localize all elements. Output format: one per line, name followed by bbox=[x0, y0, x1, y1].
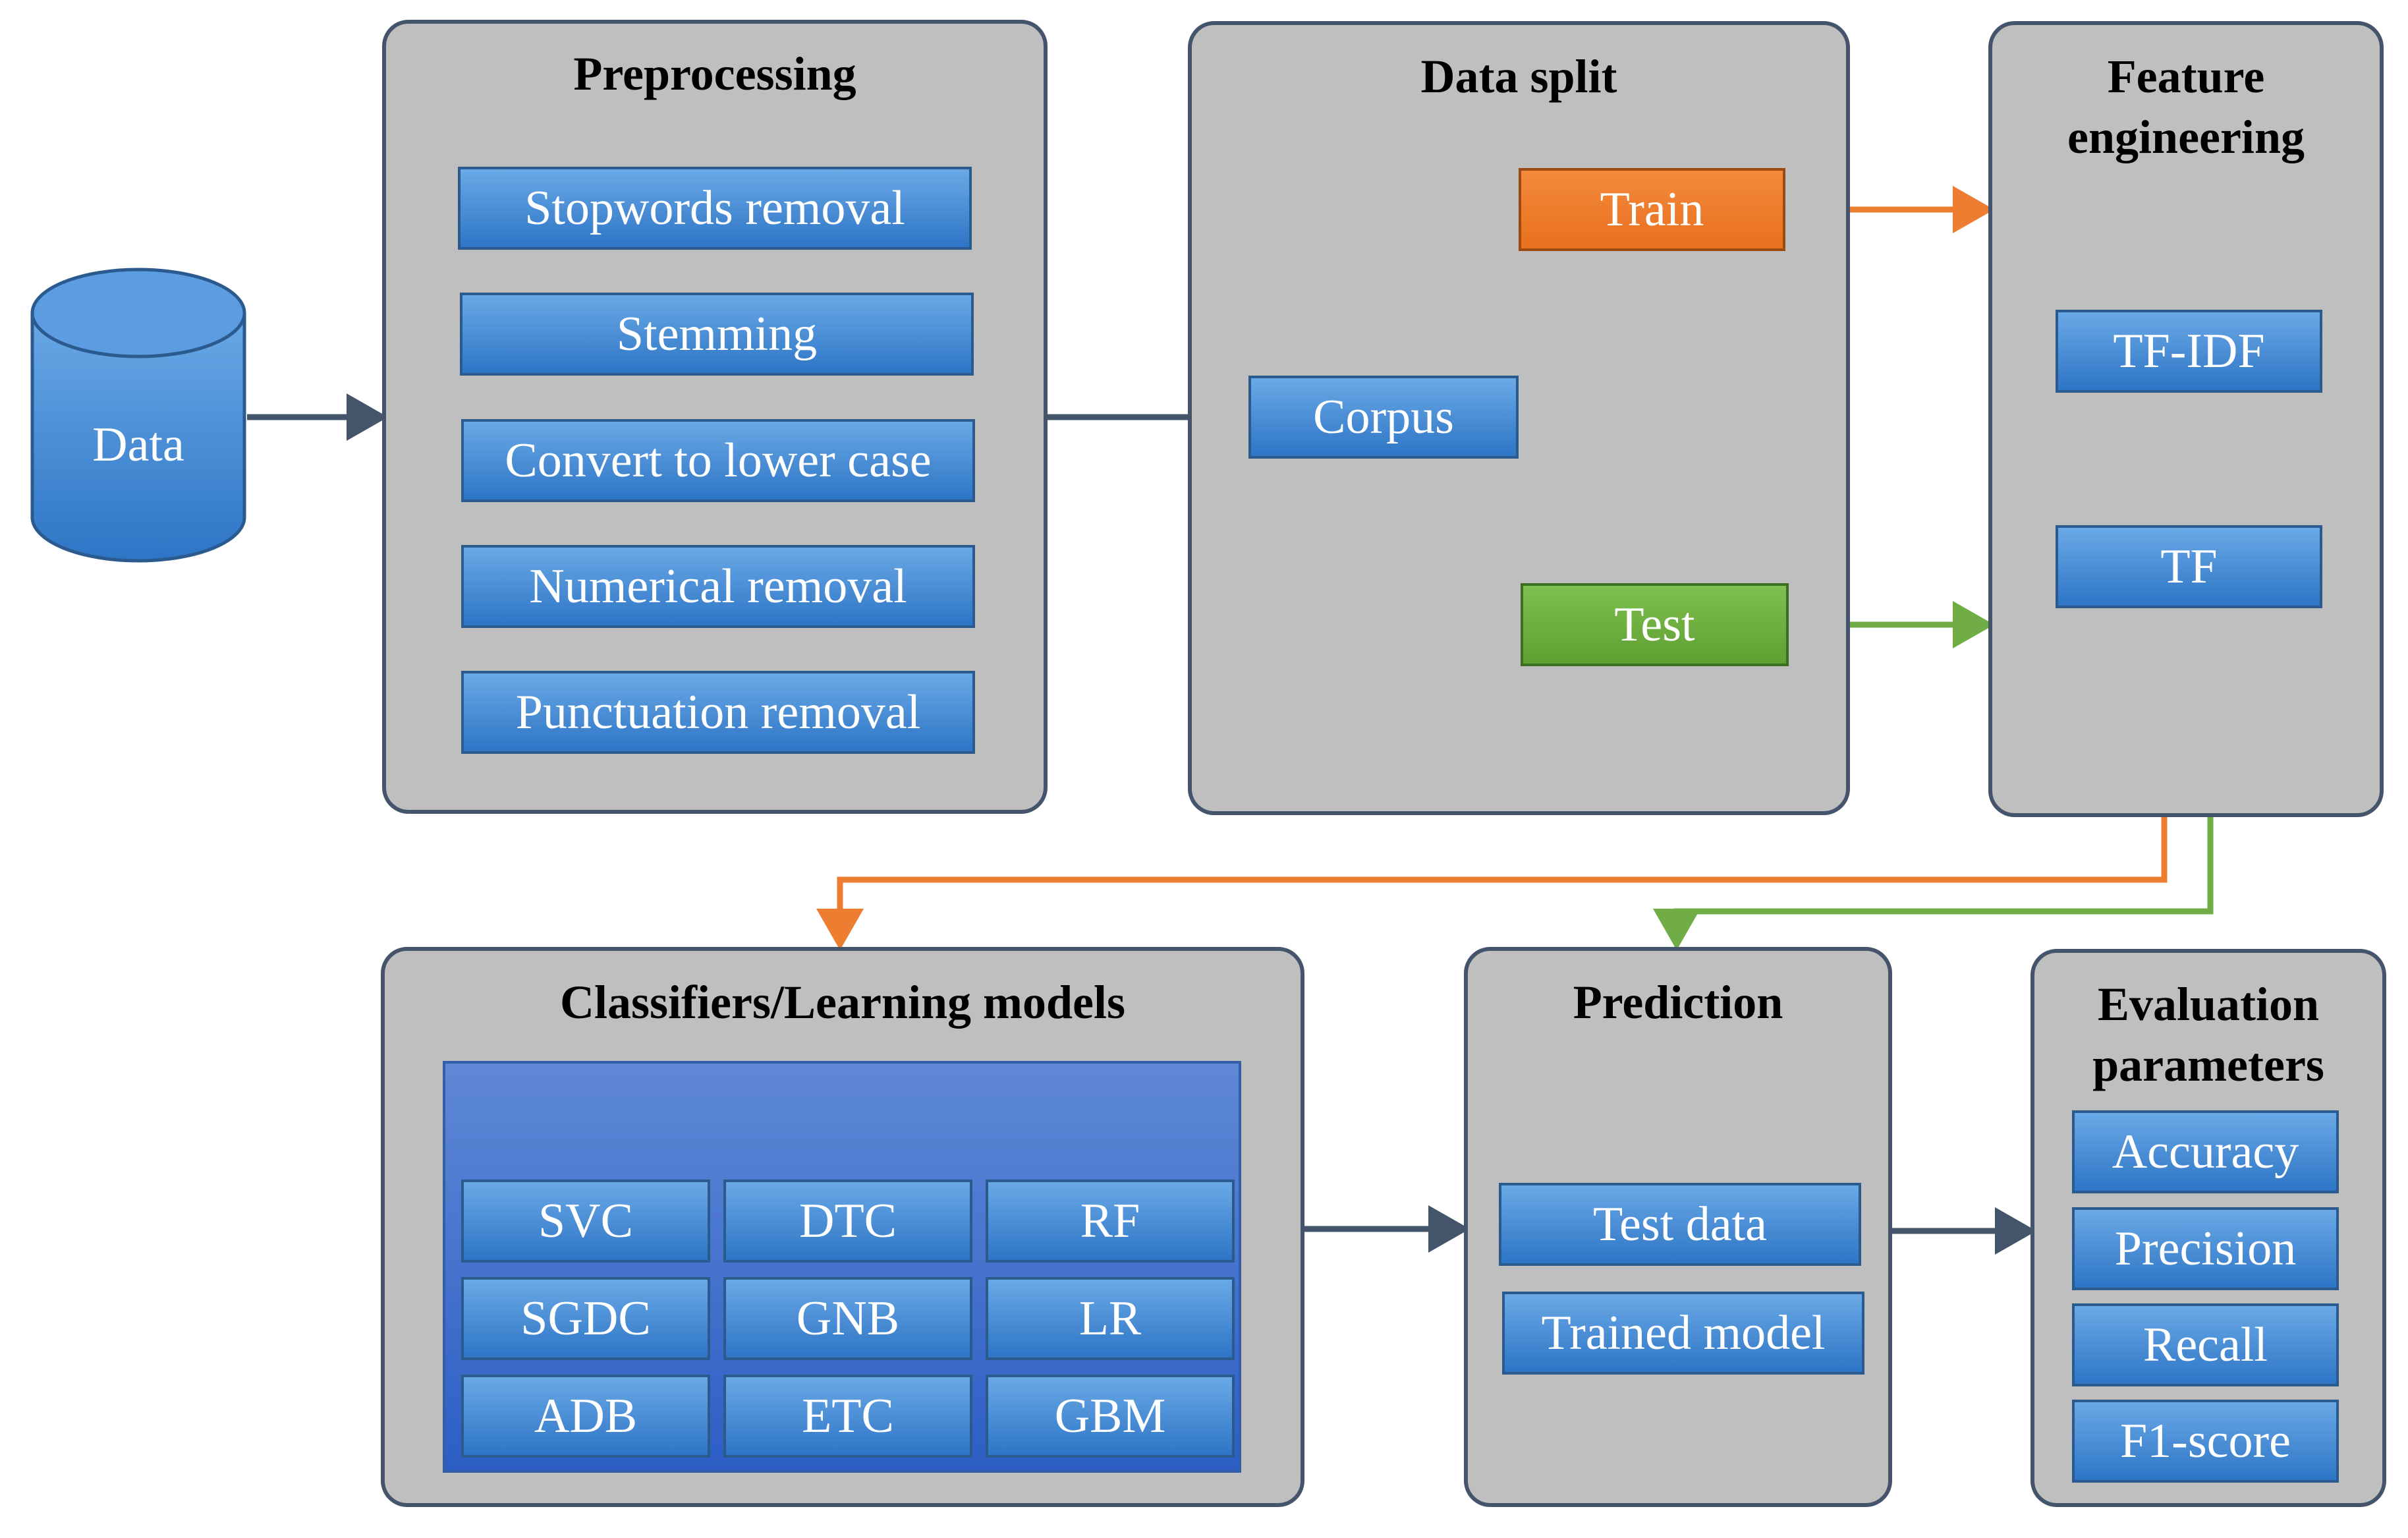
feature-engineering-panel: Feature engineering bbox=[1988, 21, 2384, 817]
database-icon bbox=[30, 268, 246, 563]
model-dtc: DTC bbox=[723, 1180, 972, 1263]
method-tf-idf: TF-IDF bbox=[2056, 310, 2322, 393]
metric-f1-score: F1-score bbox=[2072, 1400, 2339, 1483]
data-source-label: Data bbox=[92, 417, 184, 472]
arrow-features-to-prediction bbox=[1653, 817, 2214, 950]
metric-accuracy: Accuracy bbox=[2072, 1110, 2339, 1193]
step-numerical-removal: Numerical removal bbox=[461, 545, 975, 628]
prediction-title: Prediction bbox=[1573, 976, 1783, 1029]
preprocessing-title: Preprocessing bbox=[573, 47, 856, 100]
model-gnb: GNB bbox=[723, 1277, 972, 1360]
train-box: Train bbox=[1519, 168, 1785, 251]
data-split-title: Data split bbox=[1420, 50, 1617, 103]
classifiers-title: Classifiers/Learning models bbox=[560, 976, 1125, 1029]
step-lowercase: Convert to lower case bbox=[461, 419, 975, 502]
method-tf: TF bbox=[2056, 525, 2322, 608]
model-rf: RF bbox=[986, 1180, 1235, 1263]
model-gbm: GBM bbox=[986, 1375, 1235, 1458]
model-sgdc: SGDC bbox=[461, 1277, 710, 1360]
step-punctuation-removal: Punctuation removal bbox=[461, 671, 975, 754]
prediction-test-data: Test data bbox=[1499, 1183, 1861, 1266]
feature-engineering-title-line1: Feature bbox=[2107, 50, 2265, 103]
step-stopwords-removal: Stopwords removal bbox=[458, 167, 972, 250]
evaluation-title-line1: Evaluation bbox=[2097, 978, 2320, 1031]
evaluation-title-line2: parameters bbox=[2092, 1039, 2324, 1091]
model-adb: ADB bbox=[461, 1375, 710, 1458]
corpus-box: Corpus bbox=[1248, 376, 1519, 459]
model-svc: SVC bbox=[461, 1180, 710, 1263]
metric-precision: Precision bbox=[2072, 1207, 2339, 1290]
model-lr: LR bbox=[986, 1277, 1235, 1360]
prediction-trained-model: Trained model bbox=[1502, 1292, 1864, 1375]
model-etc: ETC bbox=[723, 1375, 972, 1458]
metric-recall: Recall bbox=[2072, 1303, 2339, 1386]
feature-engineering-title-line2: engineering bbox=[2067, 111, 2305, 163]
test-box: Test bbox=[1521, 583, 1789, 666]
step-stemming: Stemming bbox=[460, 293, 974, 376]
arrow-features-to-classifiers bbox=[816, 817, 2168, 950]
